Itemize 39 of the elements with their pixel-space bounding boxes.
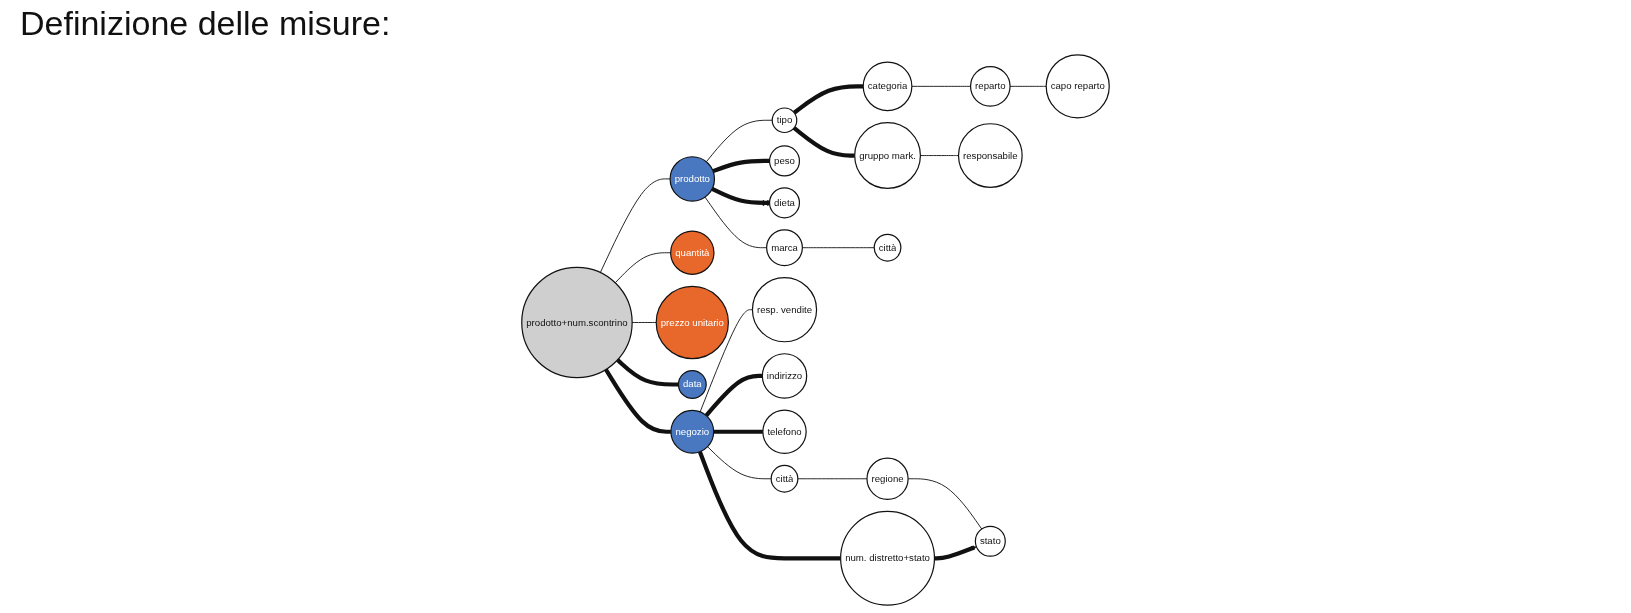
node-circle: peso	[768, 145, 801, 177]
node-circle: marca	[766, 229, 803, 267]
connector	[604, 368, 671, 434]
connector	[599, 178, 671, 273]
node-circle: indirizzo	[761, 353, 808, 399]
node-circle: categoria	[862, 61, 913, 112]
connector	[712, 158, 770, 174]
node-circle: reparto	[969, 66, 1011, 107]
node-circle: dieta	[768, 187, 801, 219]
node-circle: num. distretto+stato	[840, 510, 936, 606]
connector	[707, 446, 772, 480]
connector	[704, 373, 763, 417]
node-circle: resp. vendite	[751, 277, 818, 343]
connector	[697, 451, 841, 561]
connector	[616, 358, 679, 387]
node-circle: telefono	[762, 409, 807, 454]
node-circle: data	[677, 370, 707, 399]
node-circle: stato	[974, 525, 1006, 557]
node-circle: prodotto	[669, 156, 716, 202]
connector	[792, 126, 855, 158]
connector	[699, 309, 753, 413]
node-circle: gruppo mark.	[854, 122, 921, 189]
diagram-title: Definizione delle misure:	[20, 4, 391, 43]
connector	[705, 119, 773, 163]
node-circle: negozio	[670, 409, 715, 454]
node-circle: quantità	[670, 230, 715, 275]
connector	[792, 84, 864, 115]
node-circle: città	[873, 233, 902, 262]
node-circle: prezzo unitario	[655, 285, 729, 360]
node-circle: città	[770, 464, 799, 493]
node-circle: tipo	[771, 107, 798, 134]
arrow	[934, 545, 977, 561]
node-circle: capo reparto	[1045, 54, 1110, 119]
node-circle: responsabile	[957, 123, 1023, 188]
connector	[713, 429, 763, 434]
node-circle: regione	[866, 457, 909, 500]
connector	[911, 85, 971, 87]
node-circle: prodotto+num.scontrino	[521, 266, 633, 379]
connector	[711, 186, 770, 207]
